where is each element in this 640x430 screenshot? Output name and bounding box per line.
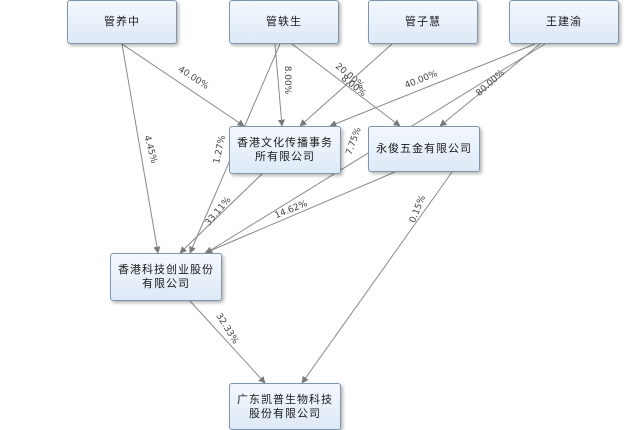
edge-label: 80.00% <box>475 68 508 99</box>
edge-guan_yangzhong-to-hk_tech <box>121 43 161 254</box>
edge-label: 40.00% <box>403 69 439 91</box>
edge-label: 7.75% <box>345 126 364 157</box>
node-guan-yisheng: 管轶生 <box>229 0 339 44</box>
edge-label: 8.00% <box>282 66 292 95</box>
node-hk-culture: 香港文化传播事务 所有限公司 <box>229 126 341 174</box>
edge-hk_culture-to-hk_tech <box>179 173 263 254</box>
edge-hk_tech-to-guangdong_kaipu <box>189 300 266 384</box>
edge-label: 40.00% <box>176 65 211 92</box>
edge-label: 1.27% <box>212 134 228 164</box>
node-guangdong-kaipu: 广东凯普生物科技 股份有限公司 <box>229 383 341 430</box>
edge-guan_yisheng-to-hk_culture <box>274 43 285 127</box>
node-wang-jianyu: 王建渝 <box>509 0 619 44</box>
edge-label: 4.45% <box>141 134 158 165</box>
node-hk-tech: 香港科技创业股份 有限公司 <box>110 253 222 301</box>
node-yongjun: 永俊五金有限公司 <box>368 126 480 172</box>
edge-yongjun-to-hk_tech <box>204 171 396 254</box>
edge-label: 14.62% <box>273 199 309 221</box>
edge-yongjun-to-guangdong_kaipu <box>301 171 453 384</box>
edge-wang_jianyu-to-hk_culture <box>329 43 536 127</box>
edge-guan_yangzhong-to-hk_culture <box>121 43 245 127</box>
node-guan-zihui: 管子慧 <box>368 0 478 44</box>
node-guan-yangzhong: 管养中 <box>67 0 177 44</box>
edge-guan_zihui-to-hk_culture <box>299 43 393 127</box>
